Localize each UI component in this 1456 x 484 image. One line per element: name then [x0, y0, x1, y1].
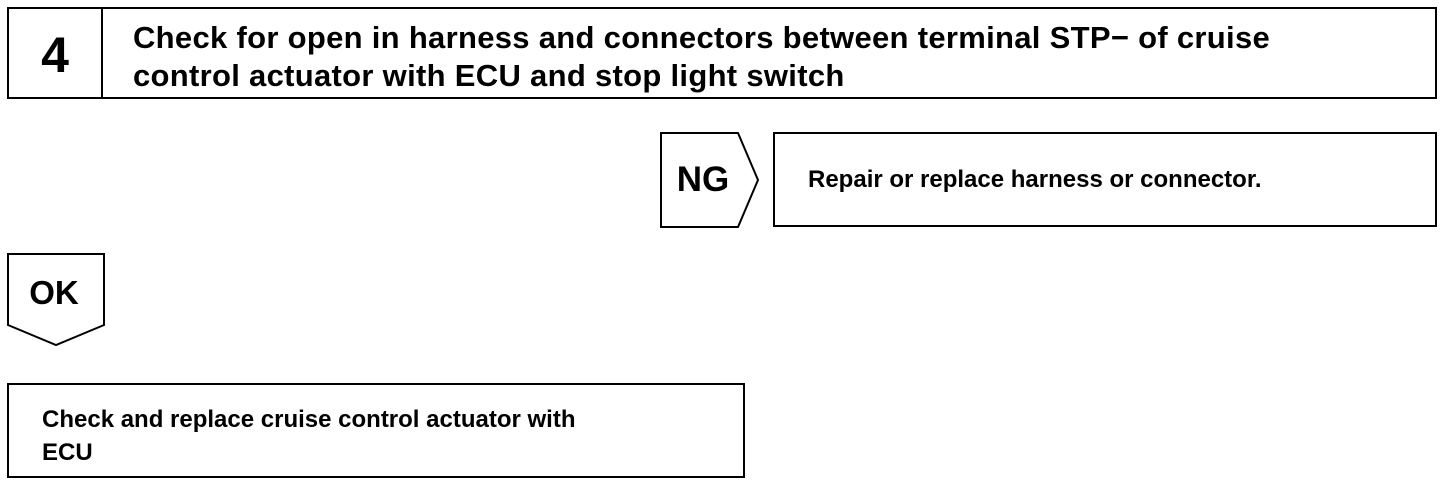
ok-action-line-2: ECU [42, 439, 93, 466]
ng-arrow-flag [660, 132, 760, 228]
step-title-line-1: Check for open in harness and connectors… [133, 20, 1271, 55]
ng-label: NG [676, 160, 730, 199]
step-number: 4 [9, 9, 103, 97]
ok-arrow-flag [7, 253, 105, 347]
ng-action-text: Repair or replace harness or connector. [808, 165, 1262, 193]
ok-label: OK [29, 274, 79, 311]
step-header: 4 Check for open in harness and connecto… [7, 7, 1437, 99]
ng-action-box: Repair or replace harness or connector. [773, 132, 1437, 227]
step-title: Check for open in harness and connectors… [103, 9, 1270, 97]
ok-action-line-1: Check and replace cruise control actuato… [42, 406, 576, 433]
step-title-line-2: control actuator with ECU and stop light… [133, 58, 845, 93]
ok-action-box: Check and replace cruise control actuato… [7, 383, 745, 478]
